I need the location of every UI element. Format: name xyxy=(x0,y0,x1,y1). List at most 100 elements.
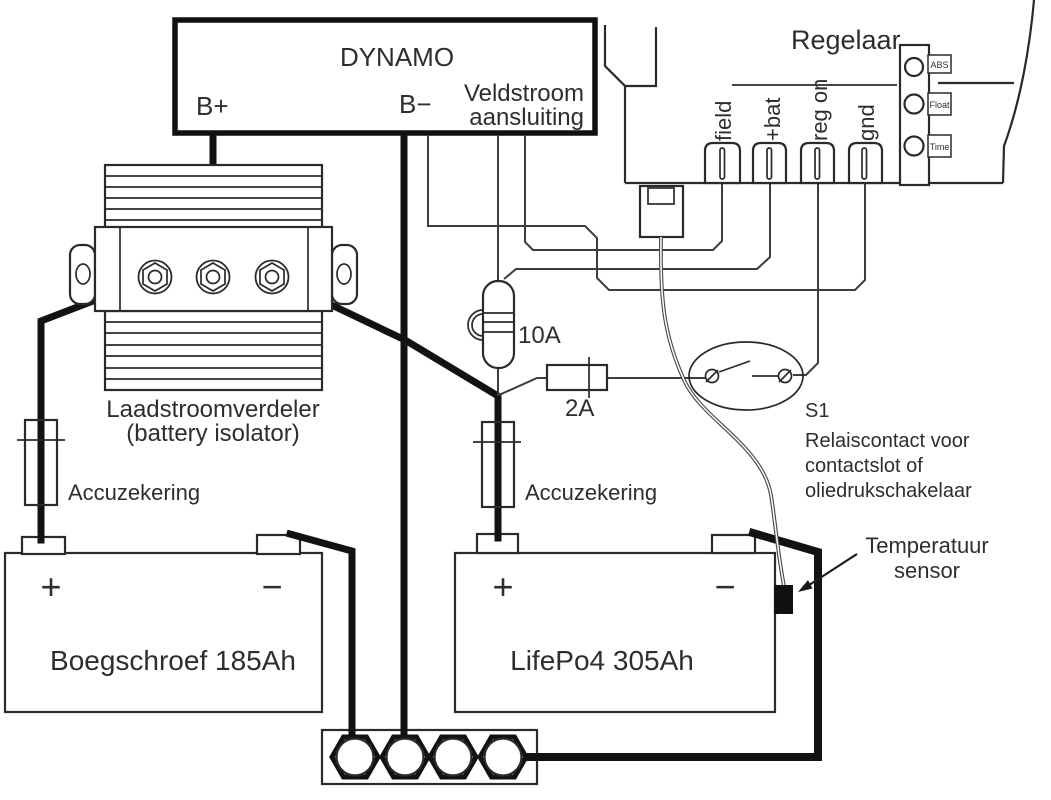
wire-veldstroom-to-field xyxy=(524,135,723,251)
dynamo-bplus-label: B+ xyxy=(196,91,229,121)
signal-wires xyxy=(427,135,866,396)
isolator-left-ear-hole xyxy=(75,263,91,285)
busbar-bolt-1 xyxy=(329,734,381,780)
battery-minus-terminal xyxy=(255,533,302,556)
led-strip: ABS Float Time xyxy=(898,43,952,187)
terminal-bat xyxy=(751,141,788,185)
isolator-bottom-heatsink xyxy=(103,309,324,392)
temp-label-line2: sensor xyxy=(894,558,960,583)
led-label-time: Time xyxy=(930,142,950,152)
isolator-bolt-left xyxy=(137,259,173,295)
wire-isolator-to-right-fuse xyxy=(274,275,502,542)
isolator-top-fins xyxy=(105,175,322,233)
relay-desc-line2: contactslot of xyxy=(805,455,923,477)
relay-contact-left xyxy=(704,368,720,384)
battery-body xyxy=(3,551,324,714)
isolator-label-line2: (battery isolator) xyxy=(126,420,299,447)
terminal-gnd xyxy=(847,141,884,185)
terminal-label-bat: +bat xyxy=(760,98,785,141)
fuse-band-lines xyxy=(483,312,514,333)
terminal-field xyxy=(703,141,742,185)
relay-desc-line3: oliedrukschakelaar xyxy=(805,480,972,502)
fuse-body xyxy=(23,418,59,507)
relay-desc-line1: Relaiscontact voor xyxy=(805,430,970,452)
fuse-label: Accuzekering xyxy=(68,480,200,505)
led-circle-time xyxy=(903,135,925,157)
isolator-right-ear xyxy=(330,243,359,306)
wire-10a-fuse-to-bat xyxy=(503,184,771,280)
battery-label: LifePo4 305Ah xyxy=(510,645,694,676)
led-label-abs: ABS xyxy=(930,60,948,70)
wire-regon-to-relay xyxy=(793,184,819,376)
isolator-bolt-right xyxy=(254,259,290,295)
relay-s1: S1 Relaiscontact voor contactslot of oli… xyxy=(688,341,972,502)
relay-contact-left-slash xyxy=(705,369,719,383)
isolator-bottom-fins xyxy=(105,321,322,380)
led-label-box-abs xyxy=(927,54,952,74)
temp-sensor: Temperatuur sensor xyxy=(658,236,989,614)
relay-blade xyxy=(718,360,778,377)
battery-minus-sign: − xyxy=(261,566,282,607)
led-label-float: Float xyxy=(929,100,950,110)
terminal-label-field: field xyxy=(711,101,736,141)
battery-plus-sign: + xyxy=(40,566,61,607)
isolator-left-ear xyxy=(68,243,97,306)
sensor-arrowhead xyxy=(798,580,813,592)
led-circle-abs xyxy=(903,56,925,78)
wire-leftbattery-minus-to-busbar xyxy=(285,529,356,745)
isolator-label-line1: Laadstroomverdeler xyxy=(106,396,319,423)
busbar-bolts xyxy=(329,734,529,780)
wire-lifepo-minus-to-busbar xyxy=(513,528,822,761)
terminal-label-gnd: gnd xyxy=(854,104,879,141)
battery-isolator: Laadstroomverdeler (battery isolator) xyxy=(68,163,359,447)
fuse-label: Accuzekering xyxy=(525,480,657,505)
relay-contact-right-slash xyxy=(778,369,792,383)
isolator-bolt-center xyxy=(195,259,231,295)
terminal-regon xyxy=(799,141,836,185)
relay-contact-right xyxy=(777,368,793,384)
fuse-body xyxy=(480,420,516,509)
fuse-body xyxy=(545,363,609,392)
temp-label-line1: Temperatuur xyxy=(865,533,989,558)
led-label-box-float xyxy=(927,92,952,116)
relay-ellipse xyxy=(688,341,804,411)
fuse-2a: 2A xyxy=(545,357,609,422)
dynamo-veldstroom-line1: Veldstroom xyxy=(464,80,584,107)
fuse-10a: 10A xyxy=(467,279,561,370)
dynamo-title: DYNAMO xyxy=(340,42,454,72)
wire-junction-to-2a-fuse xyxy=(498,377,547,396)
led-circle-float xyxy=(903,93,925,115)
busbar-bolt-4 xyxy=(477,734,529,780)
battery-lifepo4: + − LifePo4 305Ah xyxy=(453,532,777,714)
battery-body xyxy=(453,551,777,714)
regelaar-outline xyxy=(603,25,1003,185)
fuse-loop xyxy=(467,309,484,341)
temp-sensor-plug xyxy=(638,184,685,239)
regelaar-right-outline xyxy=(938,0,1036,184)
isolator-right-ear-hole xyxy=(336,263,352,285)
battery-minus-sign: − xyxy=(714,566,735,607)
wire-dynamo-to-gnd xyxy=(427,135,866,291)
fuse-label: 2A xyxy=(565,395,594,422)
isolator-band-lines xyxy=(119,227,309,311)
battery-plus-sign: + xyxy=(492,566,513,607)
sensor-body xyxy=(774,585,793,614)
fuse-body xyxy=(481,279,516,370)
sensor-arrow-line xyxy=(805,553,858,588)
busbar-bolt-2 xyxy=(379,734,431,780)
terminal-label-regon: reg on xyxy=(807,79,832,141)
battery-label: Boegschroef 185Ah xyxy=(50,645,296,676)
fuse-label: 10A xyxy=(518,322,561,349)
battery-boegschroef: + − Boegschroef 185Ah xyxy=(3,533,324,714)
regelaar-title: Regelaar xyxy=(791,25,901,55)
led-label-box-time xyxy=(927,134,952,158)
dynamo: DYNAMO B+ B− Veldstroom aansluiting xyxy=(172,17,598,136)
battery-minus-terminal xyxy=(710,533,757,555)
battery-fuse-left: Accuzekering xyxy=(17,418,200,507)
dynamo-veldstroom-line2: aansluiting xyxy=(469,104,584,131)
battery-fuse-right: Accuzekering xyxy=(473,420,657,509)
dynamo-box xyxy=(172,17,598,136)
relay-id: S1 xyxy=(805,400,829,422)
